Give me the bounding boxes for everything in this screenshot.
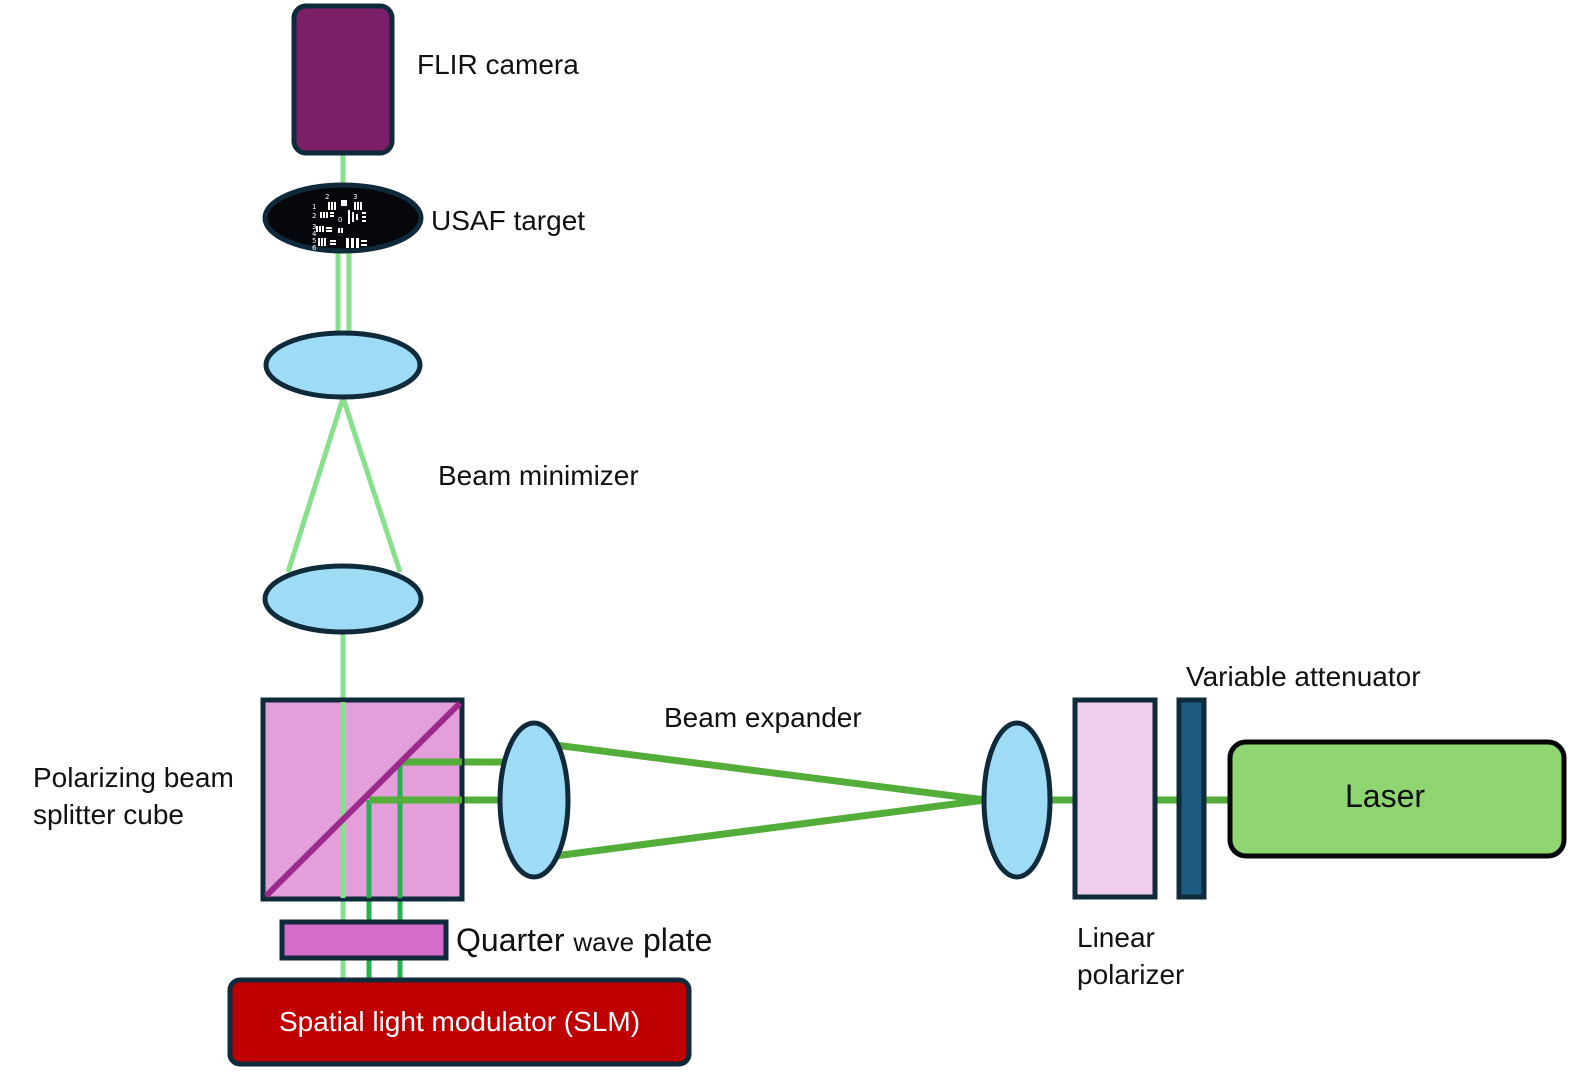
spatial-light-modulator — [227, 977, 692, 1067]
beam-minimizer-upper-lens — [263, 330, 423, 400]
beam-expander-label: Beam expander — [664, 702, 862, 733]
flir-camera — [291, 3, 395, 156]
linear-polarizer — [1072, 697, 1158, 900]
usaf-mark: 2 — [325, 193, 329, 201]
linear-polarizer-label-line1: Linear — [1077, 922, 1155, 953]
usaf-mark: 5 — [312, 237, 316, 245]
spatial-light-modulator-label: Spatial light modulator (SLM) — [278, 1006, 641, 1037]
beam-expander-bottom — [554, 796, 986, 860]
laser — [1227, 739, 1567, 859]
linear-polarizer-label-line2: polarizer — [1077, 959, 1185, 990]
usaf-mark: 3 — [312, 223, 316, 231]
beam-minimizer-lower-lens — [262, 563, 424, 635]
cube-diagonal-interface — [263, 700, 463, 899]
usaf-mark: 3 — [353, 193, 357, 201]
polarizing-beam-splitter-label-line2: splitter cube — [33, 799, 184, 830]
usaf-target: 2 3 1 0 2 3 4 5 6 — [262, 182, 424, 254]
quarter-wave-plate-word-3: plate — [642, 922, 713, 958]
usaf-mark: 6 — [312, 244, 317, 252]
quarter-wave-plate-label: Quarter wave plate — [456, 920, 712, 960]
usaf-mark: 2 — [312, 212, 316, 220]
polarizing-beam-splitter-label-line1: Polarizing beam — [33, 762, 234, 793]
quarter-wave-plate — [279, 919, 449, 961]
usaf-mark: 1 — [312, 203, 316, 211]
beam-expander-small-lens — [981, 720, 1053, 880]
usaf-target-pattern — [316, 200, 367, 248]
flir-camera-label: FLIR camera — [417, 49, 579, 80]
variable-attenuator — [1176, 697, 1207, 900]
beam-expander-top — [554, 741, 986, 804]
beam-minimizer-left — [285, 397, 346, 573]
usaf-mark: 0 — [338, 216, 342, 224]
usaf-target-disc — [262, 182, 424, 254]
laser-label: Laser — [1344, 778, 1426, 814]
quarter-wave-plate-word-1: Quarter — [456, 922, 565, 958]
variable-attenuator-label: Variable attenuator — [1186, 661, 1421, 692]
quarter-wave-plate-word-2: wave — [573, 927, 635, 957]
beam-minimizer-right — [340, 397, 403, 573]
beam-expander-large-lens — [497, 720, 571, 880]
usaf-mark: 4 — [312, 230, 317, 238]
usaf-target-numbers: 2 3 1 0 2 3 4 5 6 — [312, 193, 357, 252]
usaf-target-label: USAF target — [431, 205, 586, 236]
beam-minimizer-label: Beam minimizer — [438, 460, 639, 491]
